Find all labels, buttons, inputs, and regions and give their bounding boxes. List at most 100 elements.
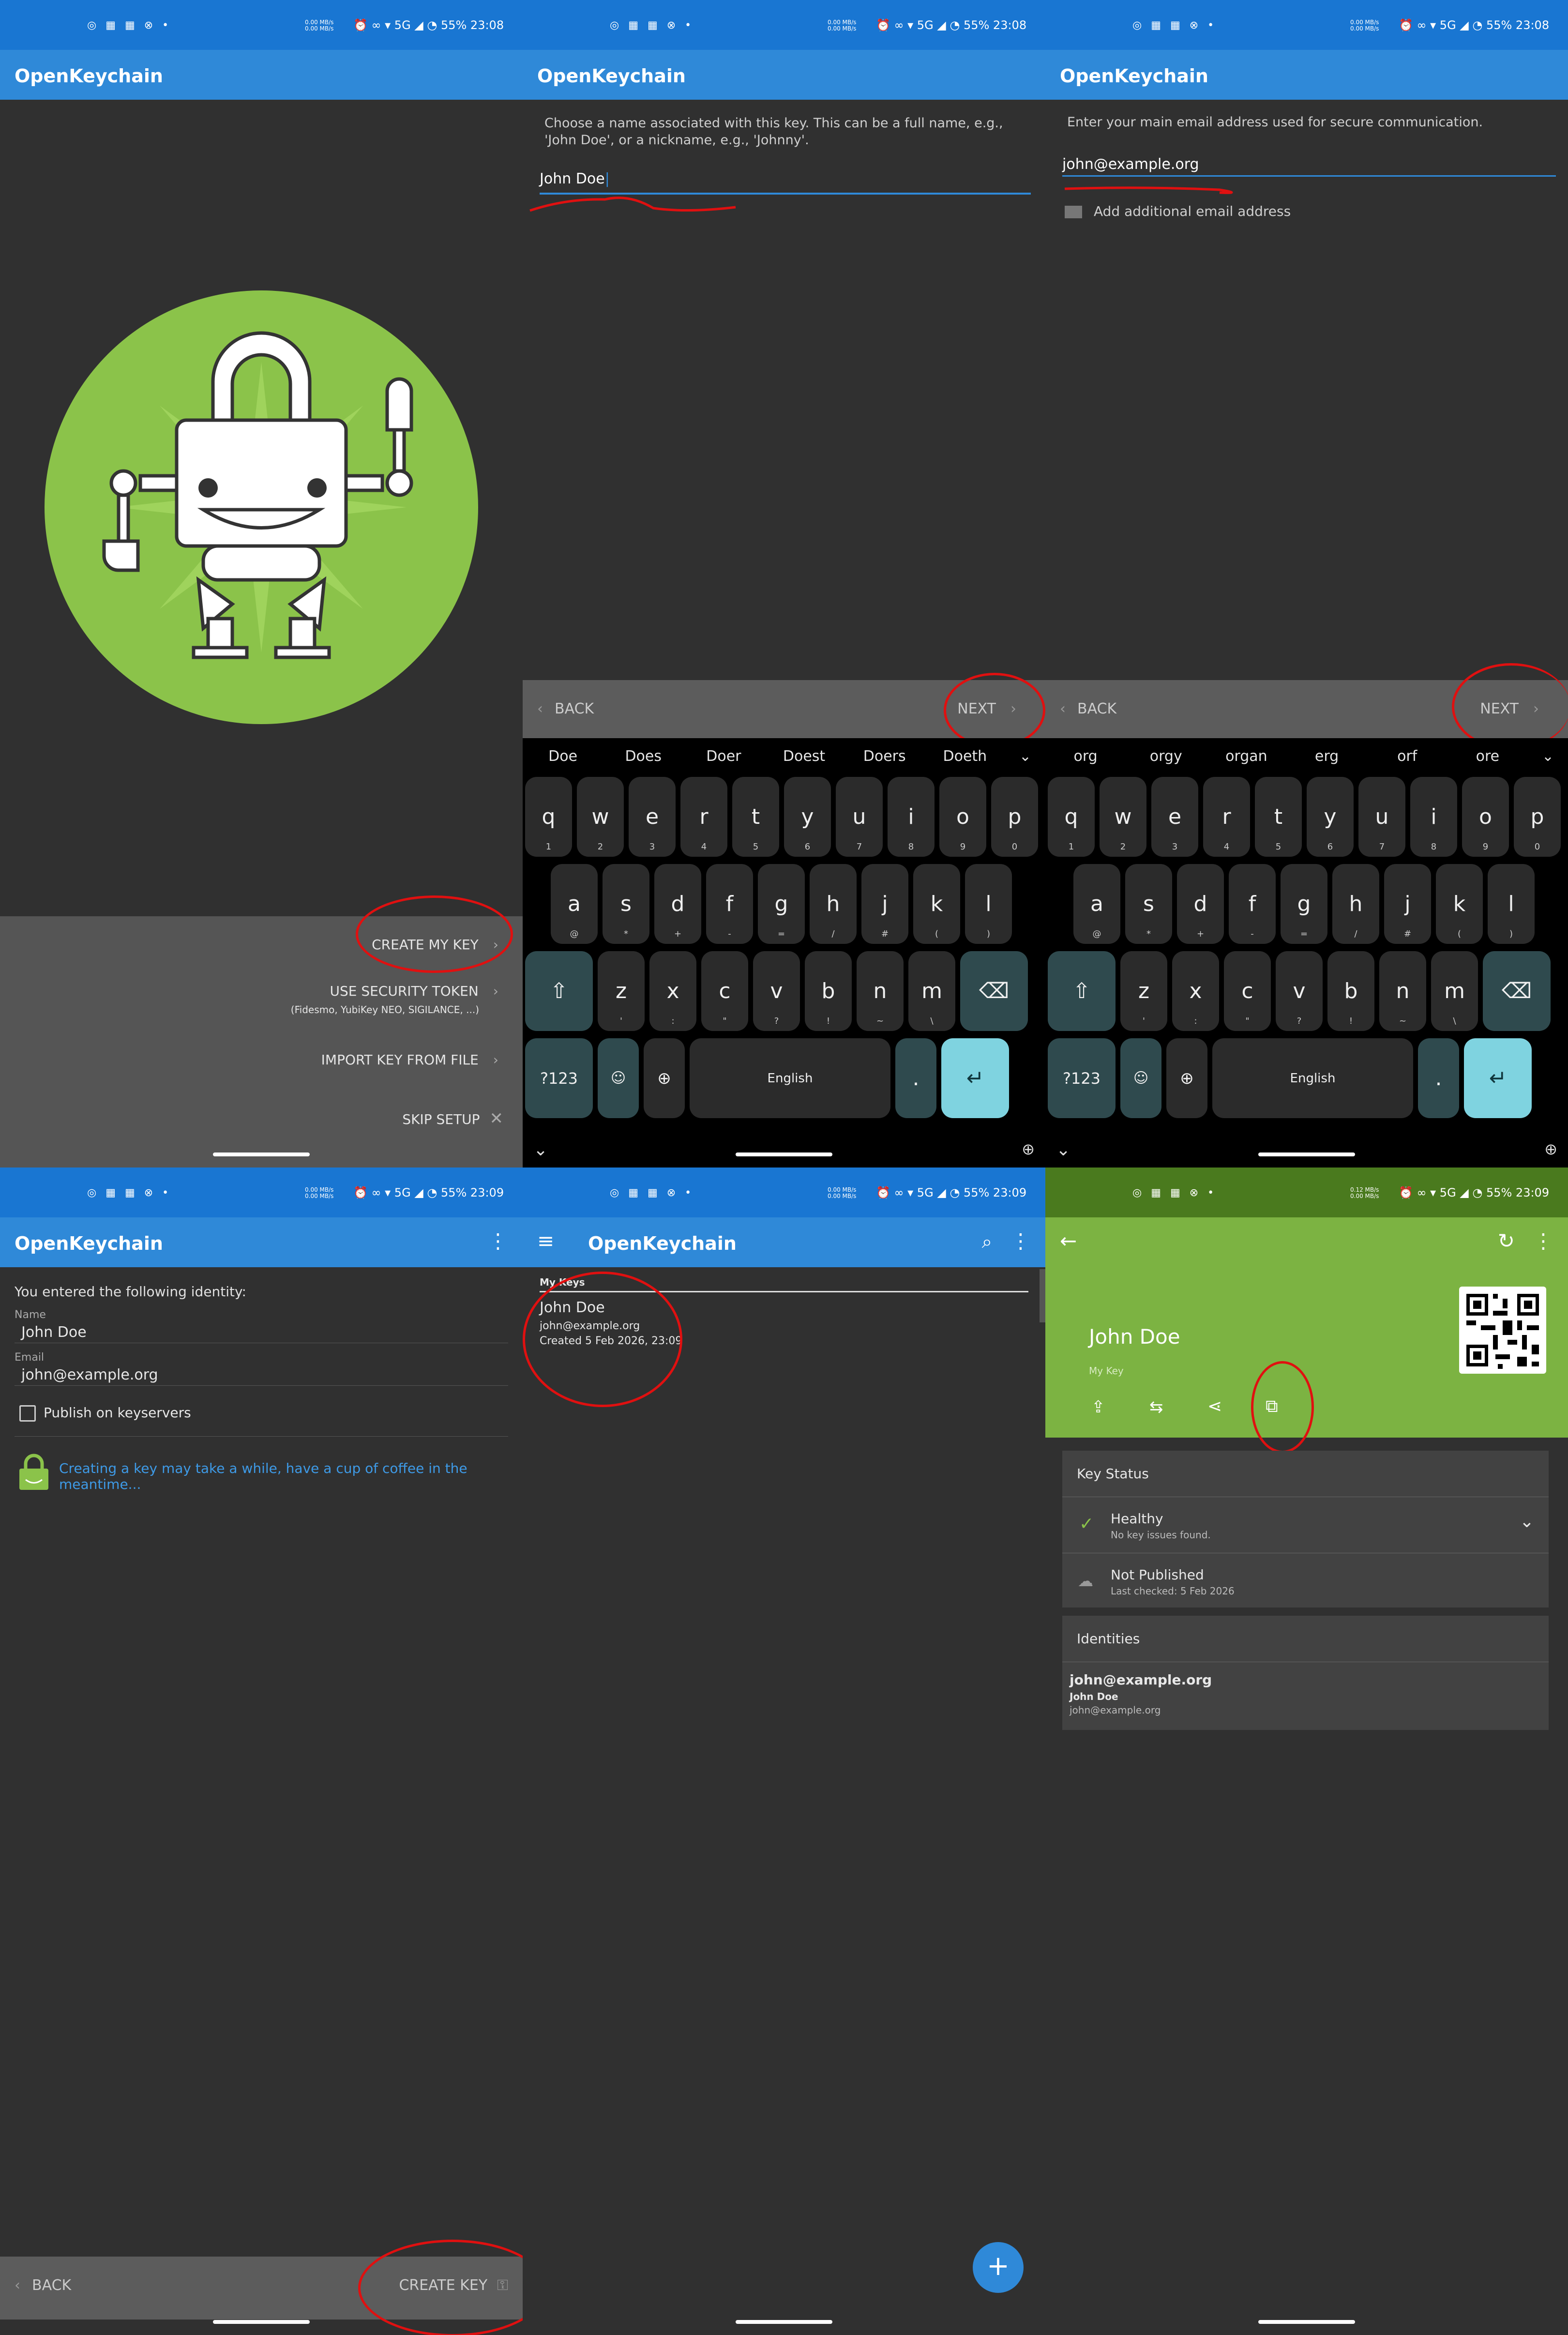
name-input[interactable]: John Doe| [540,170,1031,195]
skip-setup-button[interactable]: SKIP SETUP✕ [402,1109,503,1128]
backspace-icon: ⌫ [1501,979,1532,1003]
shift-icon: ⇧ [550,979,568,1003]
emoji-comma-key[interactable]: ☺ [1120,1038,1161,1118]
key-name: John Doe [1089,1325,1180,1349]
coffee-message: Creating a key may take a while, have a … [59,1460,467,1492]
enter-key[interactable]: ↵ [941,1038,1009,1118]
key-header: ← ↻ ⋮ John Doe My Key ⇪ ⇆ ⋖ ⧉ [1045,1217,1568,1438]
back-button[interactable]: ‹BACK [537,700,594,717]
wizard-navigation: ‹BACK CREATE KEY⚿ [0,2257,523,2320]
nfc-share-icon[interactable]: ⇆ [1149,1397,1163,1417]
period-key[interactable]: . [1418,1038,1459,1118]
backspace-key[interactable]: ⌫ [960,951,1028,1031]
globe-icon[interactable]: ⊕ [1544,1140,1557,1158]
symbols-key[interactable]: ?123 [1048,1038,1116,1118]
add-email-button[interactable]: Add additional email address [1065,203,1291,219]
chevron-down-icon[interactable]: ⌄ [1541,748,1554,765]
language-key[interactable]: ⊕ [644,1038,685,1118]
shift-key[interactable]: ⇧ [1048,951,1116,1031]
scrollbar[interactable] [1040,1269,1045,1322]
overflow-menu-icon[interactable]: ⋮ [488,1229,508,1253]
symbols-key[interactable]: ?123 [525,1038,593,1118]
identities-card: Identities john@example.org John Doe joh… [1062,1616,1549,1730]
use-security-token-button[interactable]: USE SECURITY TOKEN› (Fidesmo, YubiKey NE… [290,983,498,1016]
chevron-right-icon: › [493,1052,498,1068]
import-key-button[interactable]: IMPORT KEY FROM FILE› [321,1052,498,1068]
robot-lock-illustration [45,290,478,724]
qr-code[interactable] [1459,1287,1546,1374]
mail-icon [1065,206,1082,218]
back-arrow-icon[interactable]: ← [1060,1229,1077,1253]
share-icon[interactable]: ⋖ [1207,1396,1222,1416]
refresh-icon[interactable]: ↻ [1497,1229,1515,1253]
wizard-navigation: ‹BACK NEXT› [523,680,1045,738]
chevron-right-icon: › [1533,700,1539,717]
publish-checkbox[interactable]: Publish on keyservers [19,1405,191,1422]
next-button[interactable]: NEXT› [957,700,1016,717]
overflow-menu-icon[interactable]: ⋮ [1533,1229,1553,1253]
enter-icon: ↵ [1489,1066,1507,1091]
email-field: Email john@example.org [15,1351,508,1386]
key-tag: My Key [1089,1365,1124,1377]
gesture-bar [736,2320,832,2324]
create-my-key-button[interactable]: CREATE MY KEY› [372,937,498,953]
language-key[interactable]: ⊕ [1166,1038,1207,1118]
cloud-off-icon: ☁ [1078,1572,1093,1590]
overflow-menu-icon[interactable]: ⋮ [1010,1229,1031,1253]
gesture-bar [213,1152,310,1156]
not-published-row: ☁ Not Published Last checked: 5 Feb 2026 [1078,1567,1235,1597]
backspace-key[interactable]: ⌫ [1483,951,1551,1031]
key-icon: ⚿ [497,2277,508,2294]
healthy-row[interactable]: ✓ Healthy No key issues found. ⌄ [1062,1497,1549,1553]
checkbox-icon [19,1405,36,1422]
annotation-underline [1064,186,1233,194]
wizard-navigation: ‹BACK NEXT› [1045,680,1568,738]
name-instructions: Choose a name associated with this key. … [544,116,1003,148]
chevron-down-icon[interactable]: ⌄ [1019,748,1032,765]
search-icon[interactable]: ⌕ [981,1231,992,1252]
keyserver-icon[interactable]: ⇪ [1091,1397,1105,1417]
add-key-fab[interactable]: + [973,2242,1024,2293]
key-row-3: ⇧ z' x: c" v? b! n~ m\ ⌫ [1045,951,1568,1031]
identity-item[interactable]: john@example.org John Doe john@example.o… [1070,1672,1212,1716]
copy-icon[interactable]: ⧉ [1266,1396,1278,1416]
enter-icon: ↵ [966,1066,984,1091]
enter-key[interactable]: ↵ [1464,1038,1532,1118]
chevron-left-icon: ‹ [15,2277,20,2294]
shift-key[interactable]: ⇧ [525,951,593,1031]
app-bar: ≡ OpenKeychain ⌕ ⋮ [523,1217,1045,1267]
key-status-card: Key Status ✓ Healthy No key issues found… [1062,1451,1549,1607]
key-row-2: a@ s* d+ f- g= h/ j# k( l) [1045,864,1568,944]
chevron-down-icon[interactable]: ⌄ [1519,1512,1534,1531]
email-input[interactable]: john@example.org [1062,156,1556,177]
menu-icon[interactable]: ≡ [537,1229,555,1253]
emoji-comma-key[interactable]: ☺ [598,1038,639,1118]
notification-icons: ◎ ▦ ▦ ⊗ • [87,19,172,31]
period-key[interactable]: . [895,1038,936,1118]
globe-icon[interactable]: ⊕ [1022,1140,1035,1158]
space-key[interactable]: English [1212,1038,1413,1118]
key-list-item[interactable]: John Doe john@example.org Created 5 Feb … [540,1299,682,1347]
back-button[interactable]: ‹BACK [1060,700,1117,717]
chevron-right-icon: › [493,937,498,953]
create-key-button[interactable]: CREATE KEY⚿ [399,2277,508,2294]
hide-keyboard-icon[interactable]: ⌄ [1056,1140,1071,1160]
globe-icon: ⊕ [1180,1068,1194,1088]
next-button[interactable]: NEXT› [1480,700,1539,717]
email-instructions: Enter your main email address used for s… [1067,115,1483,130]
gesture-bar [736,1152,832,1156]
check-icon: ✓ [1079,1514,1094,1534]
space-key[interactable]: English [690,1038,890,1118]
key-row-2: a@ s* d+ f- g= h/ j# k( l) [523,864,1045,944]
status-right: ⏰ ∞ ▾ 5G ◢ ◔ 55% 23:08 [353,18,504,32]
back-button[interactable]: ‹BACK [15,2277,72,2294]
hide-keyboard-icon[interactable]: ⌄ [533,1140,548,1160]
